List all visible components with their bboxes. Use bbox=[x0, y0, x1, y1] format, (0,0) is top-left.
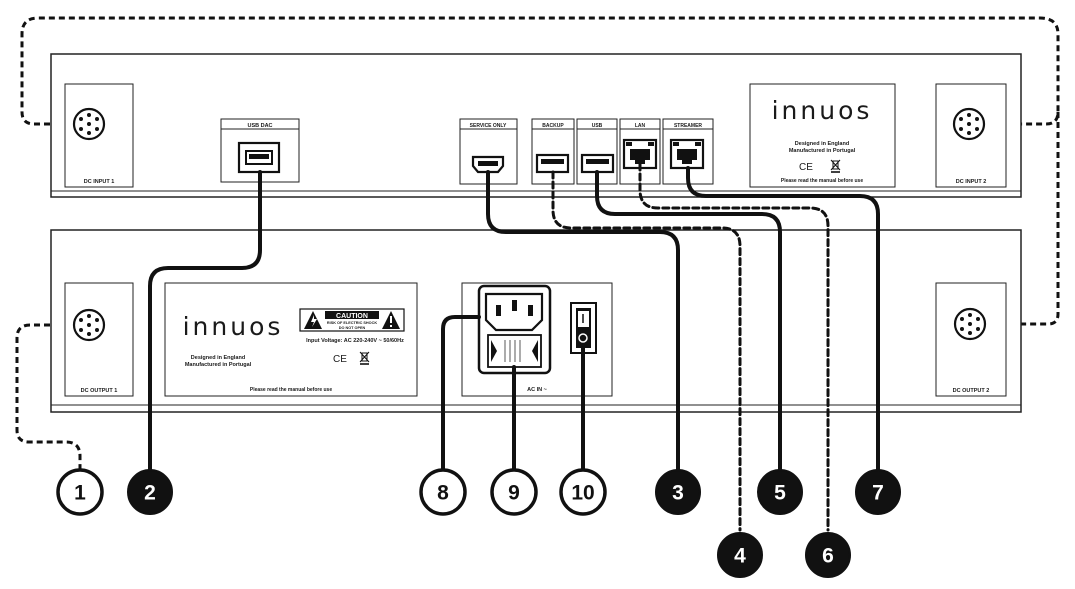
dc-dashed-cable-left bbox=[15, 323, 82, 470]
callout-circle bbox=[717, 532, 763, 578]
dc-dashed-cable-loop bbox=[20, 16, 1060, 126]
usb-dac-port-icon[interactable] bbox=[237, 141, 281, 174]
caution-risk-text: RISK OF ELECTRIC SHOCK bbox=[327, 321, 377, 325]
callout-3: 3 bbox=[655, 469, 701, 515]
bottom-label-plate: innuos Designed in England Manufactured … bbox=[164, 282, 418, 397]
dc-input-2-module: DC INPUT 2 bbox=[935, 83, 1007, 188]
dc-output-2-label: DC OUTPUT 2 bbox=[953, 388, 990, 394]
service-only-label: SERVICE ONLY bbox=[470, 123, 507, 129]
callout-7: 7 bbox=[855, 469, 901, 515]
callout-number: 5 bbox=[774, 482, 786, 505]
callout-circle bbox=[127, 469, 173, 515]
top-designed-text: Designed in England bbox=[795, 141, 849, 147]
dc-output-1-module: DC OUTPUT 1 bbox=[64, 282, 134, 397]
dc-input-1-connector-icon[interactable] bbox=[72, 107, 106, 141]
callout-number: 9 bbox=[508, 482, 520, 505]
ac-in-module: AC IN ~ bbox=[461, 282, 613, 397]
lan-ethernet-port-icon[interactable] bbox=[622, 138, 658, 170]
leader-line-6 bbox=[638, 162, 830, 532]
callout-number: 3 bbox=[672, 482, 684, 505]
callout-circle bbox=[419, 468, 467, 516]
top-manufactured-text: Manufactured in Portugal bbox=[789, 148, 856, 154]
callout-number: 10 bbox=[571, 482, 594, 505]
dc-input-1-label: DC INPUT 1 bbox=[84, 179, 115, 185]
callout-markers: 1 2 3 4 5 6 7 8 9 10 bbox=[56, 468, 901, 578]
callout-circle bbox=[56, 468, 104, 516]
callout-circle bbox=[559, 468, 607, 516]
top-brand-logo: innuos bbox=[772, 96, 873, 125]
callout-9: 9 bbox=[490, 468, 538, 516]
caution-warning-label: CAUTION RISK OF ELECTRIC SHOCK DO NOT OP… bbox=[299, 308, 405, 332]
callout-circle bbox=[855, 469, 901, 515]
callout-4: 4 bbox=[717, 532, 763, 578]
usb-dac-label: USB DAC bbox=[247, 123, 272, 129]
callout-number: 1 bbox=[74, 482, 86, 505]
bottom-manufactured-text: Manufactured in Portugal bbox=[185, 362, 252, 368]
top-label-plate: innuos Designed in England Manufactured … bbox=[749, 83, 896, 188]
callout-circle bbox=[655, 469, 701, 515]
callout-number: 2 bbox=[144, 482, 156, 505]
dc-input-2-connector-icon[interactable] bbox=[952, 107, 986, 141]
lan-label: LAN bbox=[635, 123, 646, 129]
dc-dashed-cable-right bbox=[1007, 112, 1060, 326]
dc-input-2-label: DC INPUT 2 bbox=[956, 179, 987, 185]
callout-number: 8 bbox=[437, 482, 449, 505]
top-read-manual-text: Please read the manual before use bbox=[781, 178, 863, 184]
ac-in-label: AC IN ~ bbox=[527, 387, 547, 393]
dc-output-2-connector-icon[interactable] bbox=[953, 307, 987, 341]
leader-line-4 bbox=[551, 170, 742, 532]
streamer-label: STREAMER bbox=[674, 123, 702, 129]
bottom-weee-icon bbox=[359, 351, 370, 365]
backup-usb-port-icon[interactable] bbox=[535, 153, 570, 174]
callout-number: 4 bbox=[734, 545, 746, 568]
bottom-designed-text: Designed in England bbox=[191, 355, 245, 361]
leader-line-2 bbox=[148, 170, 262, 472]
streamer-ethernet-port-icon[interactable] bbox=[669, 138, 705, 170]
callout-circle bbox=[805, 532, 851, 578]
bottom-ce-mark: CE bbox=[333, 354, 347, 365]
dc-output-1-label: DC OUTPUT 1 bbox=[81, 388, 118, 394]
top-weee-icon bbox=[830, 159, 841, 173]
callout-10: 10 bbox=[559, 468, 607, 516]
power-switch-icon[interactable] bbox=[570, 302, 597, 354]
caution-title: CAUTION bbox=[336, 313, 368, 320]
dc-output-1-connector-icon[interactable] bbox=[72, 308, 106, 342]
bottom-brand-logo: innuos bbox=[183, 312, 284, 341]
input-voltage-text: Input Voltage: AC 220-240V ~ 50/60Hz bbox=[306, 338, 404, 344]
caution-open-text: DO NOT OPEN bbox=[339, 326, 366, 330]
top-ce-mark: CE bbox=[799, 162, 813, 173]
hdmi-port-icon[interactable] bbox=[471, 155, 505, 174]
backup-label: BACKUP bbox=[542, 123, 564, 129]
callout-2: 2 bbox=[127, 469, 173, 515]
callout-1: 1 bbox=[56, 468, 104, 516]
service-only-module: SERVICE ONLY bbox=[459, 118, 518, 185]
leader-line-8 bbox=[441, 315, 481, 472]
leader-line-7 bbox=[686, 166, 880, 472]
callout-number: 6 bbox=[822, 545, 834, 568]
callout-8: 8 bbox=[419, 468, 467, 516]
callout-circle bbox=[490, 468, 538, 516]
leader-line-3 bbox=[486, 170, 680, 472]
callout-6: 6 bbox=[805, 532, 851, 578]
callout-5: 5 bbox=[757, 469, 803, 515]
dc-input-1-module: DC INPUT 1 bbox=[64, 83, 134, 188]
bottom-read-manual-text: Please read the manual before use bbox=[250, 387, 332, 393]
callout-circle bbox=[757, 469, 803, 515]
fuse-holder-icon[interactable] bbox=[487, 334, 542, 368]
callout-number: 7 bbox=[872, 482, 884, 505]
usb-port-icon[interactable] bbox=[580, 153, 615, 174]
dc-output-2-module: DC OUTPUT 2 bbox=[935, 282, 1007, 397]
leader-line-5 bbox=[595, 170, 782, 472]
usb-label: USB bbox=[592, 123, 603, 129]
